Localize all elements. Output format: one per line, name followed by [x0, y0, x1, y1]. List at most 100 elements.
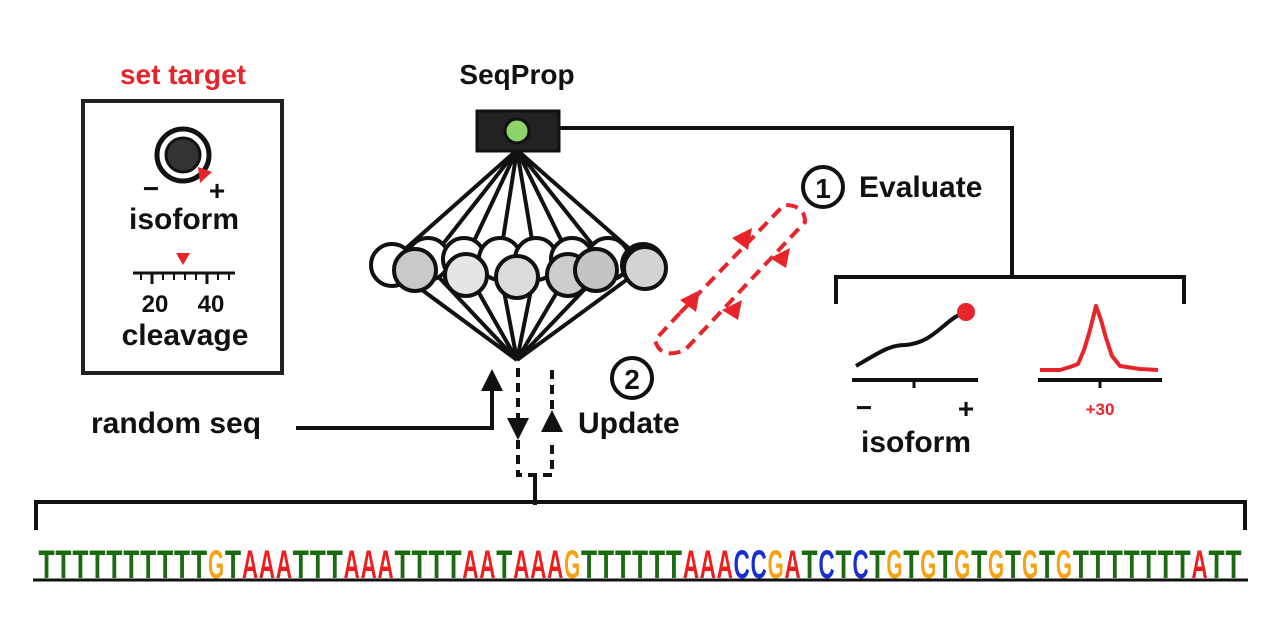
- sequence-base: T: [55, 543, 71, 587]
- sequence-base: T: [903, 543, 919, 587]
- sequence-base: T: [174, 543, 190, 587]
- sequence-base: T: [310, 543, 326, 587]
- sequence-base: G: [564, 543, 580, 587]
- step-1-badge: [801, 165, 845, 209]
- update-flow: [507, 368, 563, 505]
- sequence-base: A: [259, 543, 275, 587]
- evaluate-connector: [559, 126, 1014, 275]
- sequence-base: T: [1225, 543, 1241, 587]
- evaluation-outputs: − + isoform +30: [834, 275, 1186, 459]
- set-target-box: [81, 99, 284, 375]
- cleavage-ruler[interactable]: [133, 253, 235, 284]
- sequence-base: A: [717, 543, 733, 587]
- model-indicator-light-icon: [503, 117, 531, 145]
- sequence-base: T: [123, 543, 139, 587]
- sequence-base: T: [293, 543, 309, 587]
- set-target-title: set target: [120, 59, 246, 90]
- sequence-base: G: [1022, 543, 1038, 587]
- sequence-base: G: [768, 543, 784, 587]
- random-seq-label: random seq: [91, 407, 261, 440]
- input-flow: random seq: [91, 369, 503, 440]
- isoform-point-icon: [957, 303, 975, 321]
- network-nodes: [369, 236, 668, 300]
- cleavage-tick-label: +30: [1086, 400, 1115, 419]
- sequence-base: A: [462, 543, 478, 587]
- sequence-base: T: [1124, 543, 1140, 587]
- knob-plus-label: +: [209, 175, 225, 206]
- sequence-base: T: [191, 543, 207, 587]
- sequence-base: T: [1141, 543, 1157, 587]
- sequence-base: T: [971, 543, 987, 587]
- sequence-base: T: [72, 543, 88, 587]
- isoform-output-label: isoform: [861, 426, 971, 459]
- sequence-base: G: [886, 543, 902, 587]
- sequence-base: T: [496, 543, 512, 587]
- sequence-base: A: [547, 543, 563, 587]
- sequence-base: A: [513, 543, 529, 587]
- knob-label: isoform: [129, 203, 239, 236]
- sequence-base: T: [802, 543, 818, 587]
- cleavage-output-plot: +30: [1038, 304, 1162, 419]
- input-arrow-icon: [481, 369, 503, 391]
- sequence-base: A: [344, 543, 360, 587]
- sequence-base: T: [835, 543, 851, 587]
- loop-arrow-up-icon: [732, 228, 752, 250]
- sequence-base: G: [954, 543, 970, 587]
- sequence-base: A: [378, 543, 394, 587]
- ruler-label: cleavage: [122, 319, 249, 352]
- loop-arrow-up-icon: [680, 290, 700, 312]
- update-up-arrow-icon: [541, 410, 563, 432]
- loop-arrow-down-icon: [722, 300, 742, 320]
- sequence-base: T: [225, 543, 241, 587]
- sequence-base: T: [1158, 543, 1174, 587]
- step-2-number: 2: [624, 364, 640, 395]
- isoform-output-plot: − + isoform: [852, 303, 978, 459]
- sequence-base: T: [1209, 543, 1225, 587]
- sequence-base: T: [937, 543, 953, 587]
- sequence-base: A: [242, 543, 258, 587]
- sequence-base: C: [751, 543, 767, 587]
- sequence-base: T: [1090, 543, 1106, 587]
- sequence-base: A: [276, 543, 292, 587]
- outputs-bracket: [834, 275, 1186, 304]
- sequence-base: G: [1056, 543, 1072, 587]
- knob-indicator-icon: [198, 167, 212, 183]
- sequence-base: T: [106, 543, 122, 587]
- sequence-base: T: [157, 543, 173, 587]
- isoform-knob-icon[interactable]: [154, 126, 212, 184]
- seqprop-model: SeqProp: [369, 59, 668, 362]
- sequence-base: T: [395, 543, 411, 587]
- ruler-tick-high: 40: [198, 291, 225, 318]
- sequence-bracket: [34, 500, 1247, 530]
- model-title: SeqProp: [459, 59, 574, 90]
- seqprop-device-icon[interactable]: [475, 109, 561, 153]
- sequence-base: T: [1107, 543, 1123, 587]
- isoform-plus-label: +: [958, 393, 974, 424]
- sequence-base: T: [428, 543, 444, 587]
- step-2-badge: [610, 356, 654, 400]
- sequence-base: T: [869, 543, 885, 587]
- sequence-base: C: [818, 543, 834, 587]
- sequence-base: T: [411, 543, 427, 587]
- sequence-base: T: [327, 543, 343, 587]
- sequence-base: T: [38, 543, 54, 587]
- sequence-base: T: [1039, 543, 1055, 587]
- isoform-minus-label: −: [856, 392, 872, 423]
- sequence-base: G: [920, 543, 936, 587]
- optimization-loop: 1 Evaluate 2 Update: [578, 165, 982, 440]
- ruler-tick-low: 20: [142, 291, 169, 318]
- sequence-base: G: [988, 543, 1004, 587]
- sequence-base: A: [683, 543, 699, 587]
- sequence-base: T: [1005, 543, 1021, 587]
- sequence-base: T: [649, 543, 665, 587]
- sequence-base: T: [1073, 543, 1089, 587]
- sequence-base: T: [632, 543, 648, 587]
- loop-path: [652, 202, 808, 356]
- sequence-base: T: [140, 543, 156, 587]
- sequence-base: T: [89, 543, 105, 587]
- step-1-label: Evaluate: [859, 171, 982, 204]
- sequence-base: C: [852, 543, 868, 587]
